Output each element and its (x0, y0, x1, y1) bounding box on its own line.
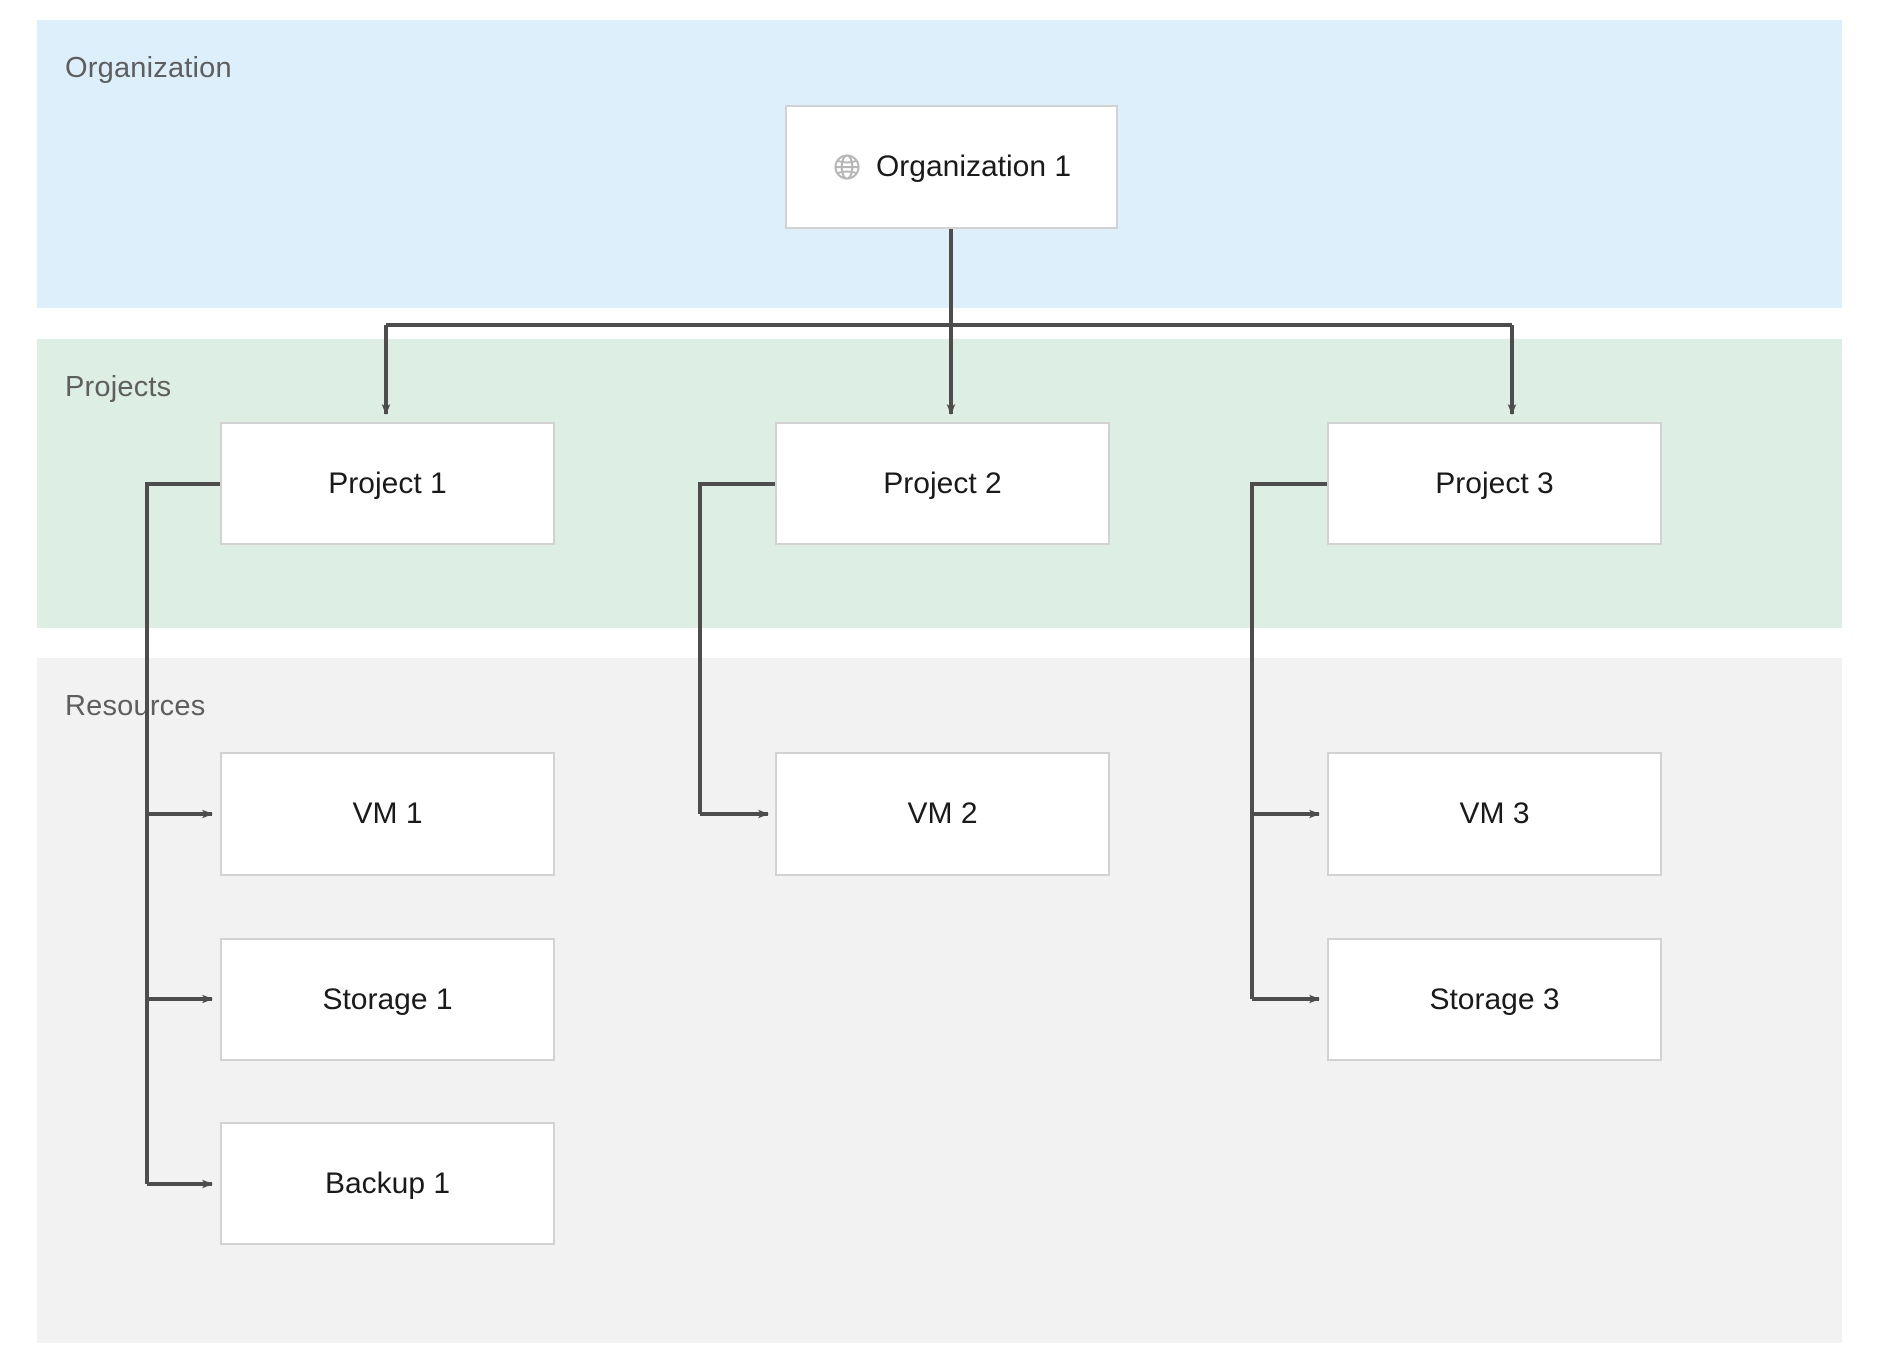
node-label: Storage 3 (1429, 982, 1560, 1016)
band-label-resources: Resources (65, 690, 206, 722)
node-storage-3[interactable]: Storage 3 (1327, 938, 1662, 1061)
node-storage-1[interactable]: Storage 1 (220, 938, 555, 1061)
node-label: Project 3 (1435, 466, 1554, 500)
node-label: Organization 1 (875, 150, 1072, 183)
node-label: VM 2 (907, 797, 978, 830)
node-label: Project 2 (883, 466, 1002, 500)
band-label-organization: Organization (65, 52, 232, 84)
node-label: VM 3 (1459, 797, 1530, 830)
band-label-projects: Projects (65, 371, 172, 403)
node-label: VM 1 (352, 797, 423, 830)
node-label: Backup 1 (324, 1166, 451, 1200)
node-organization-1[interactable]: Organization 1 (785, 105, 1118, 229)
node-project-1[interactable]: Project 1 (220, 422, 555, 545)
node-label: Project 1 (328, 466, 447, 500)
node-vm-1[interactable]: VM 1 (220, 752, 555, 876)
node-vm-3[interactable]: VM 3 (1327, 752, 1662, 876)
node-label: Storage 1 (322, 982, 453, 1016)
node-project-2[interactable]: Project 2 (775, 422, 1110, 545)
node-project-3[interactable]: Project 3 (1327, 422, 1662, 545)
node-vm-2[interactable]: VM 2 (775, 752, 1110, 876)
globe-icon (832, 152, 862, 182)
node-backup-1[interactable]: Backup 1 (220, 1122, 555, 1245)
